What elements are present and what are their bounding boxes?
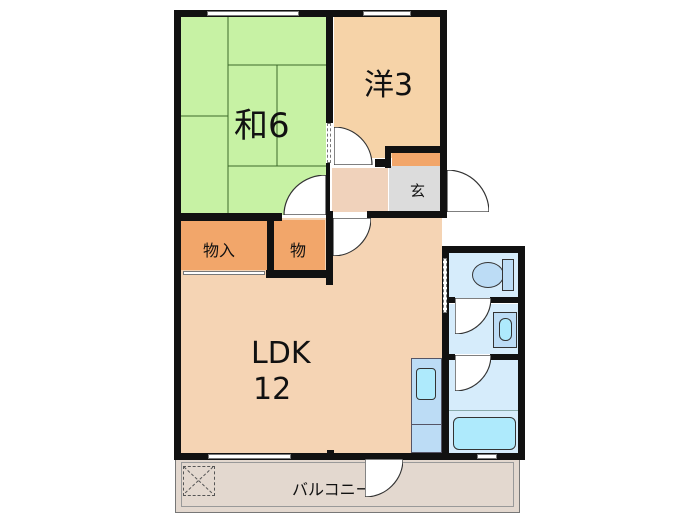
door-washitsu-icon[interactable] bbox=[282, 174, 327, 216]
wall-left bbox=[174, 10, 181, 460]
door-yoshitsu-icon[interactable] bbox=[333, 126, 374, 166]
wall-toilet-bottom-right bbox=[490, 297, 520, 303]
window-ldk-bottom bbox=[208, 454, 291, 459]
wall-toilet-bottom bbox=[449, 297, 455, 303]
genkan-label: 玄 bbox=[410, 182, 426, 200]
room-genkan bbox=[389, 166, 440, 212]
shoe-cabinet bbox=[392, 152, 440, 166]
door-toilet-icon[interactable] bbox=[454, 297, 492, 335]
wall-genkan-left bbox=[385, 146, 391, 168]
door-bath-icon[interactable] bbox=[454, 354, 492, 392]
wall-hall-left bbox=[326, 211, 333, 285]
wall-hall-bottom bbox=[367, 211, 447, 218]
window-closet-bottom bbox=[183, 271, 265, 275]
toilet-bowl-icon bbox=[472, 262, 504, 288]
wall-washitsu-bottom bbox=[174, 213, 282, 221]
closet-small-overlay bbox=[274, 220, 325, 270]
tatami-lines bbox=[180, 16, 326, 215]
wall-washitsu-yoshitsu bbox=[326, 10, 333, 123]
door-balcony-icon[interactable] bbox=[364, 458, 404, 498]
wash-basin-bowl-icon bbox=[499, 318, 512, 341]
closet-large-overlay bbox=[181, 220, 267, 270]
wall-yoshitsu-bottom bbox=[375, 159, 389, 167]
bathtub-icon bbox=[453, 417, 516, 450]
closet-large-label-2: 物入 bbox=[203, 241, 236, 260]
wall-closet-bottom bbox=[266, 270, 330, 278]
balcony-inner-border bbox=[181, 462, 514, 507]
sliding-door-ldk-wet bbox=[443, 258, 447, 313]
drain-hatch-icon bbox=[183, 466, 215, 496]
ldk-size-label: 12 bbox=[253, 372, 292, 407]
bath-divider bbox=[449, 410, 518, 411]
wall-bottom-stub bbox=[327, 450, 334, 455]
kitchen-sink-icon bbox=[416, 368, 436, 400]
wall-yoshitsu-bottom-right bbox=[385, 146, 445, 153]
wall-washitsu-yoshitsu-lower bbox=[326, 163, 330, 223]
wall-top-left bbox=[174, 10, 447, 17]
wall-ldk-right bbox=[442, 246, 449, 460]
hallway bbox=[332, 168, 388, 212]
window-washitsu-top bbox=[207, 11, 299, 16]
kitchen-counter-divider bbox=[411, 424, 442, 425]
wall-wet-top bbox=[442, 246, 525, 253]
wall-closet-divider bbox=[267, 218, 274, 272]
window-bath-bottom bbox=[477, 454, 497, 459]
window-yoshitsu-top bbox=[363, 11, 411, 16]
yoshitsu-label: 洋3 bbox=[364, 68, 414, 103]
wall-wet-right bbox=[518, 246, 525, 460]
door-entrance-icon[interactable] bbox=[446, 169, 490, 213]
wall-right-yoshitsu bbox=[440, 10, 447, 218]
wall-bottom bbox=[174, 453, 525, 460]
door-ldk-icon[interactable] bbox=[332, 217, 372, 257]
wall-genkan-right bbox=[440, 167, 447, 172]
wall-washroom-bottom-right bbox=[490, 354, 520, 360]
sliding-door-washitsu-yoshitsu bbox=[327, 123, 331, 163]
wall-washroom-bottom bbox=[445, 354, 455, 360]
closet-small-label-2: 物 bbox=[290, 241, 307, 260]
toilet-tank-icon bbox=[502, 259, 514, 291]
washitsu-label: 和6 bbox=[234, 106, 290, 146]
ldk-label: LDK bbox=[251, 336, 311, 371]
balcony-label: バルコニー bbox=[292, 480, 372, 499]
